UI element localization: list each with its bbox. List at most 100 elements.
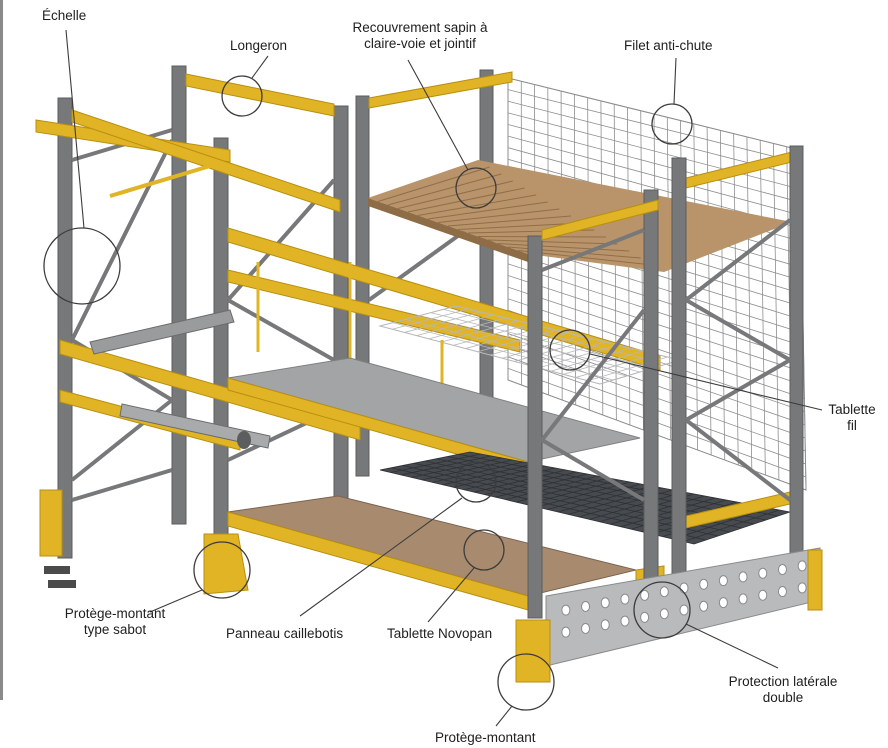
wire-rod: [550, 347, 631, 372]
wood-slats: [377, 166, 653, 266]
callout-circle-novopan: [463, 529, 505, 571]
protection-hole: [777, 586, 787, 598]
grating-bar: [620, 497, 716, 528]
wire-rod: [453, 323, 531, 346]
back-left-ladder: [57, 65, 187, 559]
callout-circle-recouvrement: [455, 167, 497, 209]
wire-rod: [428, 317, 506, 340]
upright: [789, 145, 804, 567]
grating-bar: [442, 463, 535, 486]
callout-circle-echelle: [43, 227, 121, 305]
tube: [119, 403, 271, 449]
ladder-brace: [541, 228, 645, 272]
ladder-brace: [71, 468, 173, 502]
wood-slat-gap: [427, 201, 548, 220]
front-ladders: [527, 145, 804, 619]
ladder-brace: [227, 298, 335, 362]
ladder-brace: [540, 308, 646, 442]
ladder-brace: [70, 139, 174, 341]
label-tablette-fil: Tablette fil: [820, 402, 884, 434]
upright-protector: [515, 619, 551, 683]
label-protection-line1: Protection latérale: [728, 674, 838, 689]
wire-rod: [477, 329, 556, 353]
grating-bar: [683, 509, 780, 542]
upright-protector: [39, 489, 63, 557]
protection-holes: [561, 560, 807, 638]
upright: [57, 97, 73, 559]
label-panneau: Panneau caillebotis: [226, 626, 344, 641]
grating-bar: [693, 511, 791, 545]
foot-protectors: [39, 489, 823, 683]
protection-hole: [679, 604, 689, 616]
longeron-beam: [71, 109, 341, 213]
hanging-bar: [109, 164, 211, 198]
upright: [213, 137, 229, 559]
upper-beams: [35, 71, 801, 451]
callout-leader-novopan: [427, 567, 475, 623]
label-longeron: Longeron: [230, 38, 288, 53]
sabot-protector: [203, 533, 249, 595]
callout-circle-protection: [633, 581, 691, 639]
protection-hole: [659, 586, 669, 598]
protection-hole: [738, 593, 748, 605]
protection-hole: [758, 589, 768, 601]
tube: [89, 309, 235, 355]
protection-hole: [640, 611, 650, 623]
grating-bar: [589, 491, 684, 520]
protection-hole: [699, 600, 709, 612]
protection-hole: [620, 615, 630, 627]
callout-leader-longeron: [251, 55, 269, 79]
label-recouvrement-line1: Recouvrement sapin à: [352, 20, 488, 35]
wire-rod: [599, 359, 681, 385]
longeron-beam: [185, 73, 335, 117]
left-edge-rule: [0, 0, 3, 700]
callout-circle-filet: [651, 103, 693, 145]
grating-bar: [672, 507, 769, 540]
callout-circle-sabot: [193, 541, 251, 599]
protection-hole: [718, 597, 728, 609]
label-recouvrement: Recouvrement sapin à claire-voie et join…: [330, 20, 510, 52]
callout-leader-sabot: [149, 589, 203, 613]
protection-hole: [738, 571, 748, 583]
label-recouvrement-line2: claire-voie et jointif: [364, 36, 476, 51]
protection-hole: [699, 578, 709, 590]
label-filet: Filet anti-chute: [624, 38, 713, 53]
ladder-brace: [684, 218, 792, 302]
wood-slat-gap: [497, 243, 630, 252]
longeron-beam: [541, 199, 659, 241]
net-wire: [507, 89, 801, 164]
wood-slat-gap: [457, 222, 583, 230]
grating-bar: [379, 451, 471, 471]
protection-hole: [797, 582, 807, 594]
upright: [171, 65, 187, 525]
wood-slat-gap: [487, 239, 618, 245]
grating-bar: [390, 453, 481, 473]
grating-bar: [536, 481, 631, 508]
wire-rod: [538, 344, 618, 369]
base-plate: [44, 566, 70, 574]
callout-leader-protection: [685, 623, 779, 669]
ladder-brace: [540, 438, 646, 502]
callout-circle-longeron: [221, 75, 263, 117]
grating-bar: [557, 485, 652, 513]
callout-leader-tablette-fil: [589, 353, 823, 411]
upright: [479, 69, 494, 451]
protection-hole: [620, 593, 630, 605]
callout-leader-filet: [673, 57, 677, 105]
wood-slat-gap: [397, 180, 513, 209]
protection-hole: [679, 582, 689, 594]
grating-bar: [421, 459, 513, 481]
callout-circle-protege-montant: [497, 653, 555, 711]
longeron-beam: [368, 71, 513, 109]
wire-rod: [441, 320, 519, 343]
callout-leader-protege-montant: [495, 705, 513, 727]
protection-hole: [758, 567, 768, 579]
ladder-brace: [685, 298, 791, 362]
upright: [671, 157, 687, 579]
wire-rod: [404, 311, 481, 333]
label-protege-sabot: Protège-montant type sabot: [40, 606, 190, 638]
protection-hole: [659, 608, 669, 620]
callout-leader-panneau: [299, 497, 463, 617]
upright: [527, 235, 543, 619]
ladder-brace: [684, 418, 792, 502]
